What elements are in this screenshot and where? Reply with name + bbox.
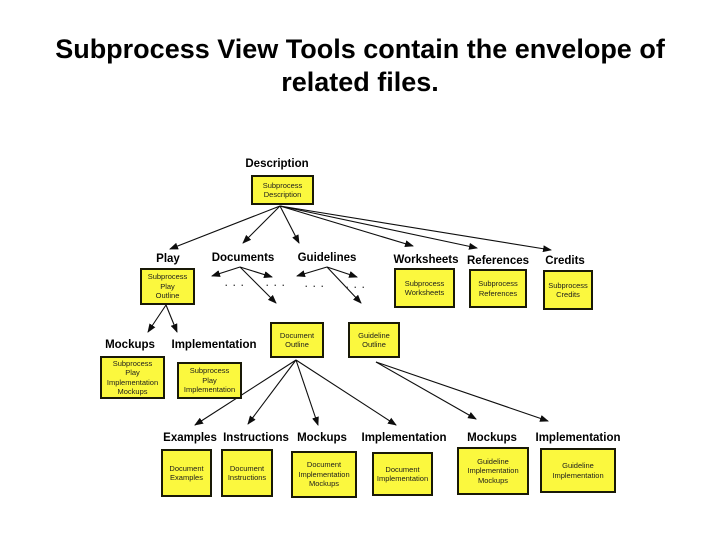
arrow-guidelines-left <box>296 266 328 278</box>
arrow-description-worksheets <box>279 205 414 248</box>
arrow-docoutline-instructions <box>247 359 297 425</box>
category-label-implementation-play: Implementation <box>171 339 257 351</box>
category-label-mockups-document: Mockups <box>297 432 347 444</box>
category-label-worksheets: Worksheets <box>393 254 459 266</box>
arrow-play-implementation <box>165 304 178 333</box>
node-guideline-implementation: Guideline Implementation <box>540 448 616 493</box>
node-subprocess-play-implementation: Subprocess Play Implementation <box>177 362 242 399</box>
slide-title-line1: Subprocess View Tools contain the envelo… <box>55 34 665 64</box>
slide-title-line2: related files. <box>281 67 439 97</box>
category-label-description: Description <box>245 158 309 170</box>
node-document-outline: Document Outline <box>270 322 324 358</box>
category-label-mockups-guideline: Mockups <box>467 432 517 444</box>
arrow-guideoutline-mockups <box>375 361 477 420</box>
category-label-examples: Examples <box>163 432 217 444</box>
arrow-guideoutline-implementation <box>375 361 549 422</box>
node-document-instructions: Document Instructions <box>221 449 273 497</box>
arrow-docoutline-implementation <box>295 359 397 426</box>
node-subprocess-play-outline: Subprocess Play Outline <box>140 268 195 305</box>
arrow-guidelines-outline <box>326 266 362 304</box>
node-subprocess-references: Subprocess References <box>469 269 527 308</box>
slide-title: Subprocess View Tools contain the envelo… <box>0 33 720 99</box>
category-label-mockups-play: Mockups <box>105 339 155 351</box>
node-subprocess-credits: Subprocess Credits <box>543 270 593 310</box>
arrow-description-play <box>169 205 281 250</box>
ellipsis-documents-left: . . . <box>224 278 246 288</box>
node-document-implementation-mockups: Document Implementation Mockups <box>291 451 357 498</box>
node-guideline-implementation-mockups: Guideline Implementation Mockups <box>457 447 529 495</box>
node-subprocess-worksheets: Subprocess Worksheets <box>394 268 455 308</box>
arrow-description-documents <box>242 205 281 244</box>
arrow-play-mockups <box>147 304 167 333</box>
node-subprocess-play-implementation-mockups: Subprocess Play Implementation Mockups <box>100 356 165 399</box>
category-label-credits: Credits <box>545 255 585 267</box>
arrow-description-credits <box>279 205 552 253</box>
node-subprocess-description: Subprocess Description <box>251 175 314 205</box>
arrow-description-guidelines <box>279 205 300 244</box>
node-document-implementation: Document Implementation <box>372 452 433 496</box>
category-label-references: References <box>466 255 530 267</box>
ellipsis-guidelines-left: . . . <box>304 279 326 289</box>
node-guideline-outline: Guideline Outline <box>348 322 400 358</box>
category-label-implementation-guideline: Implementation <box>535 432 621 444</box>
category-label-play: Play <box>156 253 180 265</box>
arrow-description-references <box>279 205 478 250</box>
category-label-implementation-document: Implementation <box>361 432 447 444</box>
category-label-documents: Documents <box>211 252 275 264</box>
arrow-guidelines-right <box>326 266 358 278</box>
arrow-documents-right <box>239 266 273 278</box>
category-label-guidelines: Guidelines <box>297 252 357 264</box>
category-label-instructions: Instructions <box>223 432 289 444</box>
ellipsis-documents-right: . . . <box>265 278 287 288</box>
arrow-docoutline-mockups <box>295 359 319 426</box>
arrow-docoutline-examples <box>194 359 297 426</box>
arrow-documents-outline <box>239 266 277 304</box>
node-document-examples: Document Examples <box>161 449 212 497</box>
arrow-documents-left <box>211 266 241 277</box>
ellipsis-guidelines-right: . . . <box>345 280 367 290</box>
